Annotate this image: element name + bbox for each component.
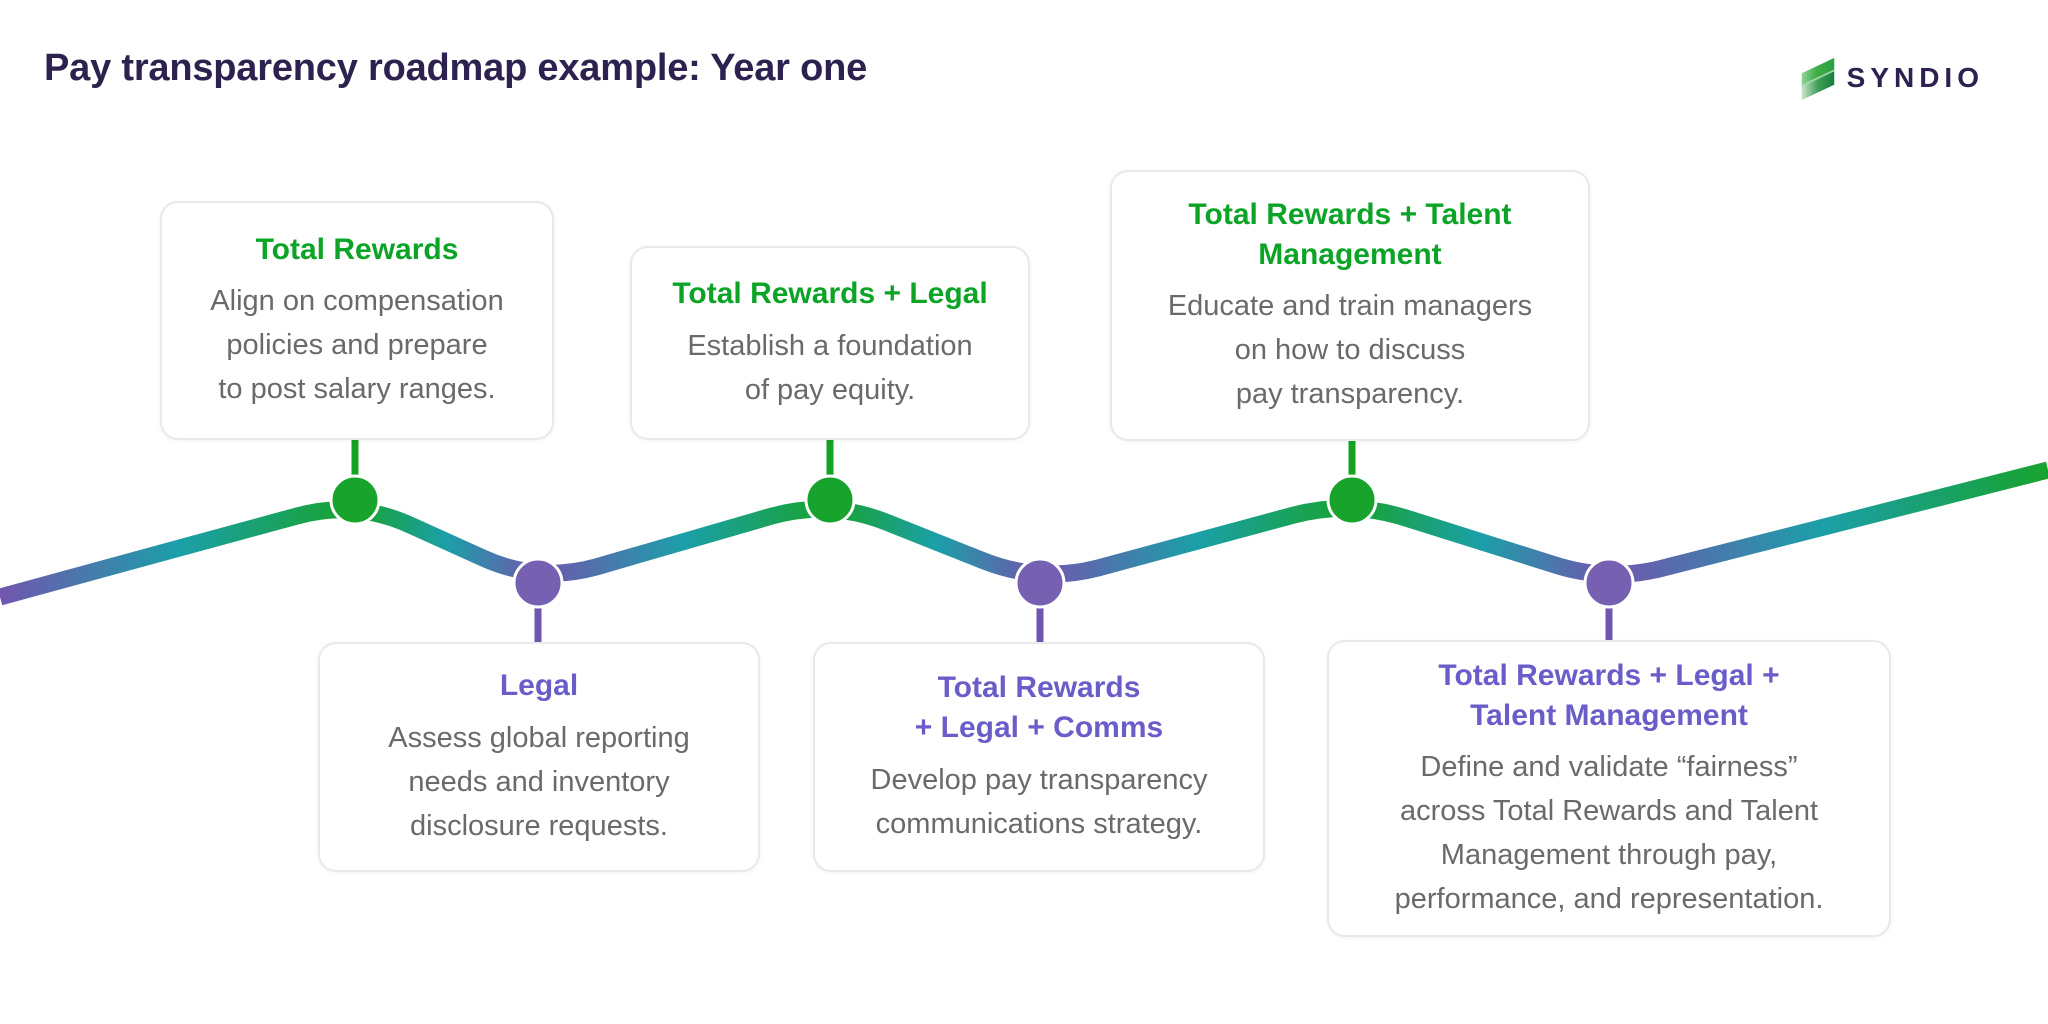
milestone-card-total-rewards: Total Rewards Align on compensation poli…	[160, 201, 554, 440]
milestone-dot-green-1	[329, 474, 381, 526]
milestone-title: Total Rewards + Legal + Talent Managemen…	[1438, 658, 1780, 732]
milestone-card-legal: Legal Assess global reporting needs and …	[318, 642, 760, 872]
milestone-title: Total Rewards + Talent Management	[1188, 197, 1512, 271]
milestone-title: Total Rewards + Legal + Comms	[914, 671, 1164, 744]
milestone-card-total-rewards-talent-management: Total Rewards + Talent Management Educat…	[1110, 170, 1590, 441]
milestone-description: Define and validate “fairness” across To…	[1394, 751, 1824, 916]
milestone-title: Total Rewards	[255, 232, 459, 266]
milestone-card-total-rewards-legal-comms: Total Rewards + Legal + Comms Develop pa…	[813, 642, 1265, 872]
milestone-dot-purple-2	[1014, 557, 1066, 609]
milestone-description: Educate and train managers on how to dis…	[1167, 290, 1533, 411]
milestone-description: Assess global reporting needs and invent…	[388, 721, 690, 842]
brand-logo: SYNDIO	[1801, 56, 1984, 100]
milestone-card-total-rewards-legal-talent-management: Total Rewards + Legal + Talent Managemen…	[1327, 640, 1891, 937]
brand-wordmark: SYNDIO	[1846, 62, 1984, 93]
roadmap-wave-line	[0, 461, 2048, 606]
milestone-dot-purple-3	[1583, 557, 1635, 609]
milestone-title: Legal	[499, 669, 579, 703]
milestone-card-total-rewards-legal: Total Rewards + Legal Establish a founda…	[630, 246, 1030, 440]
milestone-dot-purple-1	[512, 557, 564, 609]
page-title: Pay transparency roadmap example: Year o…	[44, 47, 868, 89]
milestone-title: Total Rewards + Legal	[672, 277, 988, 311]
syndio-ribbon-icon	[1801, 56, 1835, 100]
milestone-description: Establish a foundation of pay equity.	[687, 329, 973, 406]
milestone-description: Align on compensation policies and prepa…	[210, 285, 504, 406]
milestone-dot-green-2	[804, 474, 856, 526]
milestone-dot-green-3	[1326, 474, 1378, 526]
milestone-description: Develop pay transparency communications …	[870, 763, 1208, 840]
